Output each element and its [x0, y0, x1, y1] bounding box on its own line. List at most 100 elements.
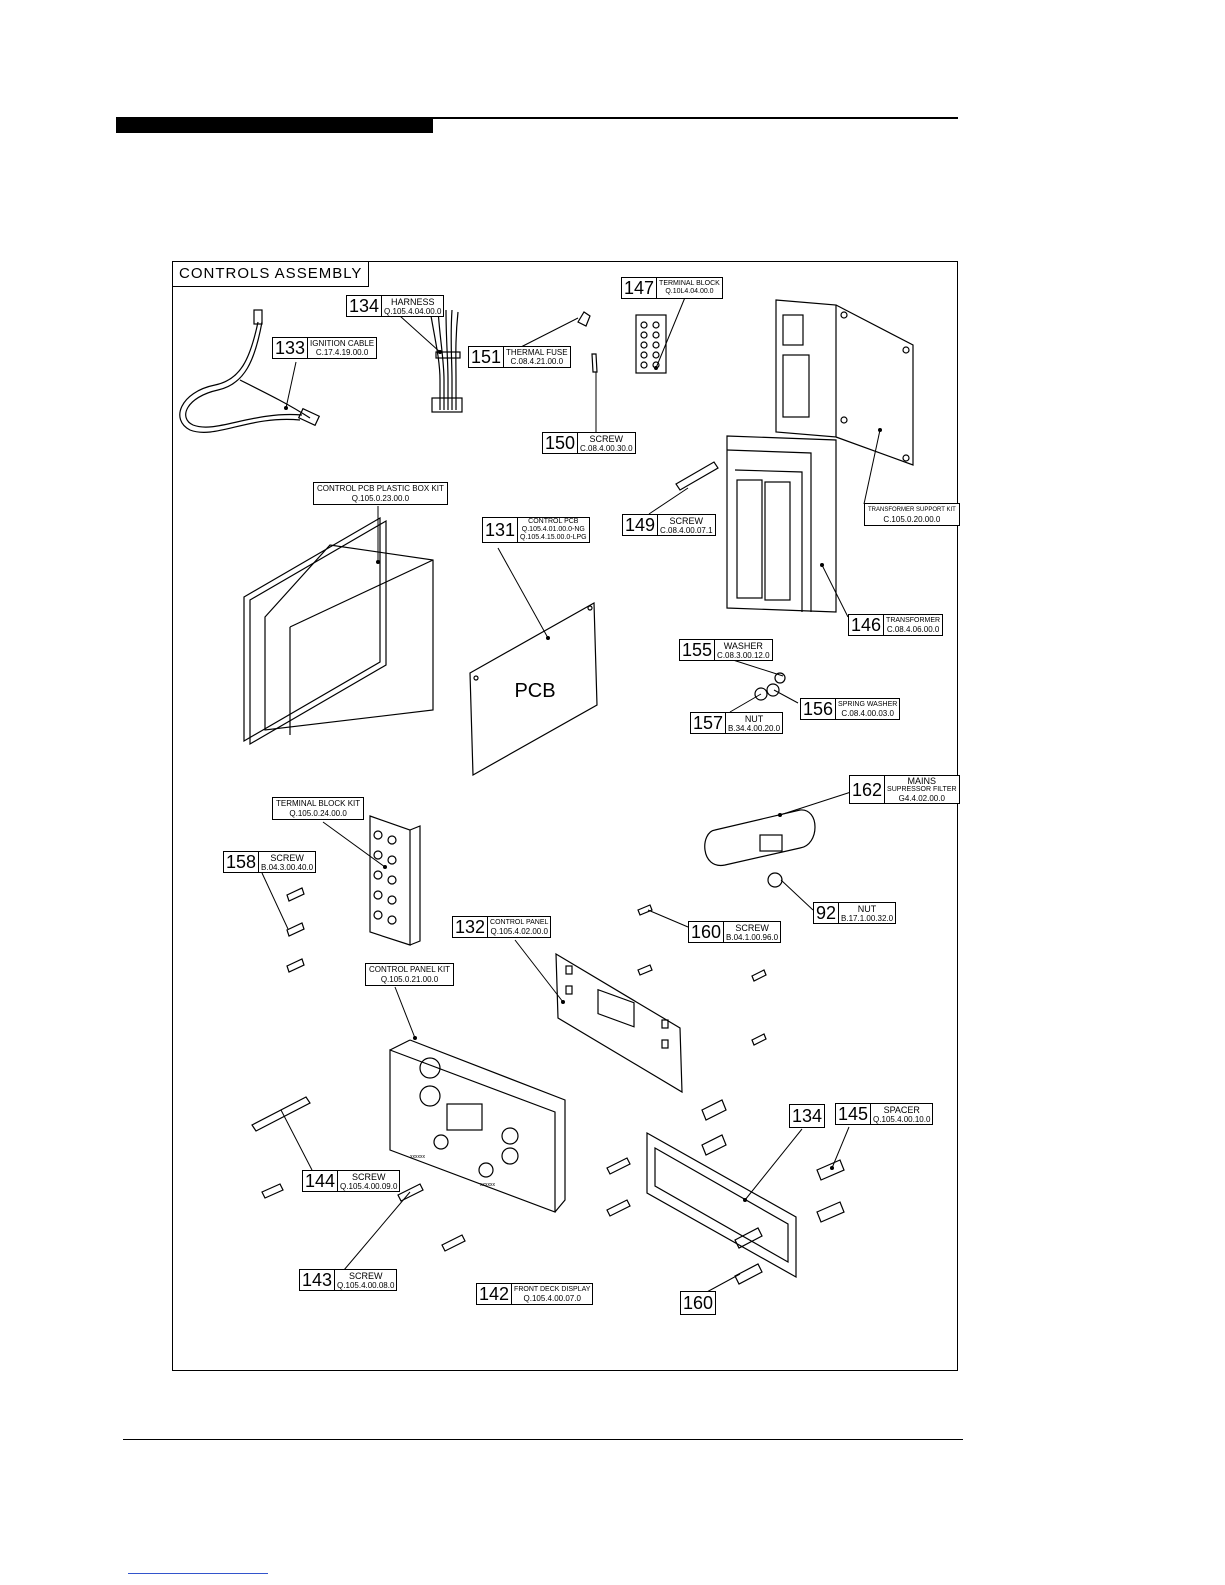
kit-label-transformer-support: TRANSFORMER SUPPORT KIT C.105.0.20.00.0 [864, 503, 960, 526]
part-number: 150 [543, 433, 579, 453]
part-number: 143 [300, 1270, 336, 1290]
part-code: Q.105.4.00.10.0 [873, 1114, 931, 1124]
spacer-b-drawing [701, 1134, 727, 1156]
part-name: SPACER [883, 1104, 920, 1115]
part-name: HARNESS [390, 296, 435, 307]
screw-144-short-drawing [261, 1183, 284, 1199]
panel-mark-2: xxxxxx [480, 1182, 496, 1188]
part-code: B.04.1.00.96.0 [726, 932, 779, 942]
kit-name: TRANSFORMER SUPPORT KIT [868, 507, 956, 513]
kit-code: Q.105.0.21.00.0 [380, 975, 439, 984]
part-code: C.08.4.21.00.0 [510, 357, 564, 366]
part-code: Q.105.4.00.09.0 [340, 1181, 398, 1191]
screw-160-d-drawing [751, 1033, 767, 1046]
part-code: C.08.4.06.00.0 [886, 624, 940, 634]
mains-filter-drawing [704, 809, 816, 888]
screw-front-b-drawing [606, 1199, 631, 1217]
part-code: Q.105.4.00.07.0 [523, 1293, 581, 1303]
kit-name: CONTROL PANEL KIT [369, 965, 451, 974]
part-number: 151 [469, 347, 505, 367]
part-number: 146 [849, 615, 885, 635]
part-name: SCREW [735, 922, 769, 933]
washer-drawing [774, 672, 786, 684]
part-number: 142 [477, 1284, 513, 1304]
part-code: C.08.4.00.03.0 [841, 708, 894, 718]
kit-code: Q.105.0.24.00.0 [289, 809, 347, 818]
part-number: 162 [850, 776, 886, 803]
part-name: FRONT DECK DISPLAY [514, 1285, 591, 1293]
nut-157-drawing [754, 687, 768, 701]
part-number: 160 [689, 922, 725, 942]
part-code: Q.10L4.04.00.0 [665, 288, 714, 295]
part-name: TRANSFORMER [886, 616, 941, 624]
screw-160-c-drawing [751, 969, 767, 982]
part-name: SCREW [270, 852, 304, 863]
part-name: TERMINAL BLOCK [659, 280, 720, 287]
footer-rule [123, 1439, 963, 1440]
part-name-2: SUPRESSOR FILTER [887, 786, 957, 793]
spacer-a-drawing [701, 1099, 727, 1121]
part-code: B.34.4.00.20.0 [728, 723, 781, 733]
part-name: CONTROL PCB [528, 518, 579, 525]
pcb-box-drawing [243, 516, 434, 746]
part-code: C.08.4.00.07.1 [660, 525, 713, 535]
part-code-alt: Q.105.4.15.00.0-LPG [520, 534, 587, 541]
kit-name: TERMINAL BLOCK KIT [276, 799, 361, 808]
part-name: THERMAL FUSE [506, 348, 568, 357]
part-number: 156 [801, 699, 837, 719]
leader-lines [261, 294, 881, 1294]
spacer-c-drawing [816, 1159, 845, 1181]
spacer-d-drawing [816, 1201, 845, 1223]
screw-158-b-drawing [286, 922, 305, 937]
thermal-fuse-drawing [577, 311, 591, 327]
kit-code: C.105.0.20.00.0 [883, 515, 941, 524]
kit-label-terminal-block: TERMINAL BLOCK KIT Q.105.0.24.00.0 [272, 797, 365, 820]
part-code: C.17.4.19.00.0 [315, 348, 369, 357]
part-number: 92 [814, 903, 840, 923]
control-panel-kit-drawing [389, 1039, 566, 1213]
part-code: Q.105.4.01.00.0-NG [521, 526, 585, 533]
part-code: C.08.3.00.12.0 [717, 650, 770, 660]
part-number: 149 [623, 515, 659, 535]
diagram-frame [172, 261, 958, 1371]
part-number: 132 [453, 917, 489, 937]
part-number: 158 [224, 852, 260, 872]
part-name: SPRING WASHER [838, 700, 898, 708]
part-code: B.17.1.00.32.0 [841, 913, 894, 923]
part-code: Q.105.4.04.00.0 [384, 306, 442, 316]
part-name: SCREW [669, 515, 704, 526]
screw-149-drawing [675, 461, 719, 491]
part-code: B.04.3.00.40.0 [261, 862, 314, 872]
control-panel-drawing [555, 952, 683, 1094]
part-number: 157 [691, 713, 727, 733]
screw-bezel-a-drawing [734, 1227, 763, 1249]
part-name: SCREW [351, 1171, 386, 1182]
part-code: G4.4.02.00.0 [898, 794, 945, 803]
part-code: Q.105.4.00.08.0 [337, 1280, 395, 1290]
part-number: 145 [836, 1104, 872, 1124]
part-name: IGNITION CABLE [310, 339, 375, 348]
screw-bezel-b-drawing [734, 1263, 763, 1285]
screw-158-a-drawing [286, 887, 305, 902]
part-number: 155 [680, 640, 716, 660]
part-name: NUT [744, 713, 764, 724]
footer-link-underline[interactable] [128, 1573, 268, 1574]
kit-name: CONTROL PCB PLASTIC BOX KIT [317, 484, 444, 493]
kit-label-control-panel: CONTROL PANEL KIT Q.105.0.21.00.0 [365, 963, 455, 986]
part-number: 134 [347, 296, 383, 316]
header-rule [433, 117, 958, 119]
part-name: SCREW [589, 433, 624, 444]
part-name: WASHER [723, 640, 763, 651]
screw-158-c-drawing [286, 958, 305, 973]
part-number: 131 [483, 518, 519, 542]
control-pcb-drawing [469, 601, 598, 777]
